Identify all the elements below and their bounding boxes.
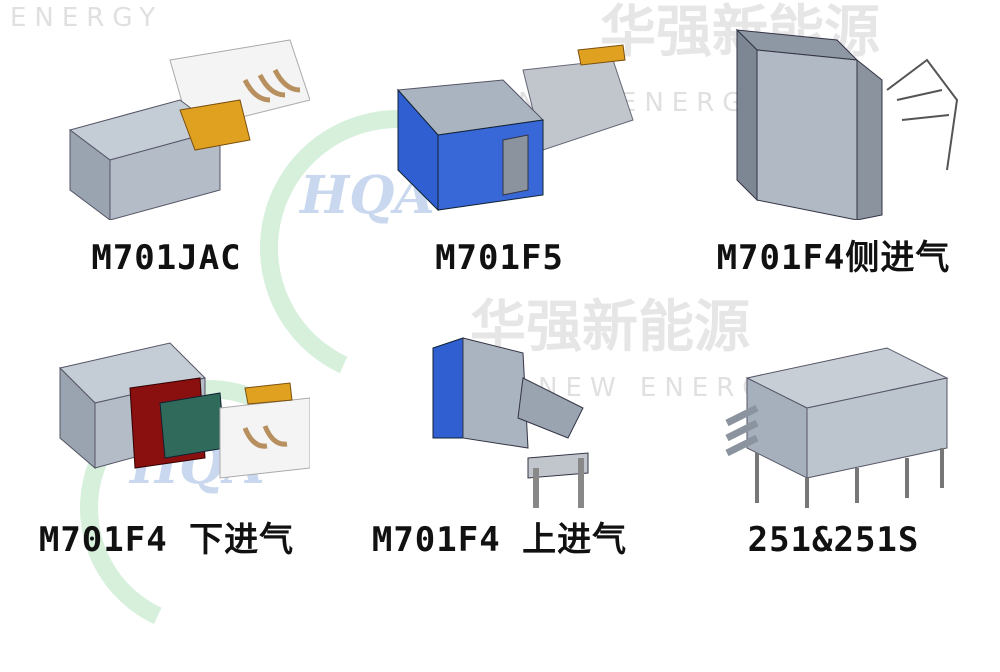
model-label: M701F4侧进气 [716,238,951,278]
model-label: M701F4 下进气 [38,520,295,560]
model-render-m701jac [68,39,310,220]
model-render-251-251s [725,347,949,508]
model-render-m701f4-top-inlet [432,337,589,508]
model-card-m701f5[interactable]: M701F5 [333,0,666,288]
model-card-m701f4-bottom-inlet[interactable]: M701F4 下进气 [0,288,333,576]
model-label: M701F5 [435,238,564,278]
model-card-251-251s[interactable]: 251&251S [667,288,1000,576]
model-label: M701F4 上进气 [371,520,628,560]
model-render-m701f4-bottom-inlet [59,342,310,479]
model-card-m701f4-top-inlet[interactable]: M701F4 上进气 [333,288,666,576]
model-label: 251&251S [747,520,920,560]
model-render-m701f5 [396,44,634,212]
model-card-m701jac[interactable]: M701JAC [0,0,333,288]
model-label: M701JAC [91,238,242,278]
model-card-m701f4-side-inlet[interactable]: M701F4侧进气 [667,0,1000,288]
model-render-m701f4-side-inlet [735,28,959,220]
